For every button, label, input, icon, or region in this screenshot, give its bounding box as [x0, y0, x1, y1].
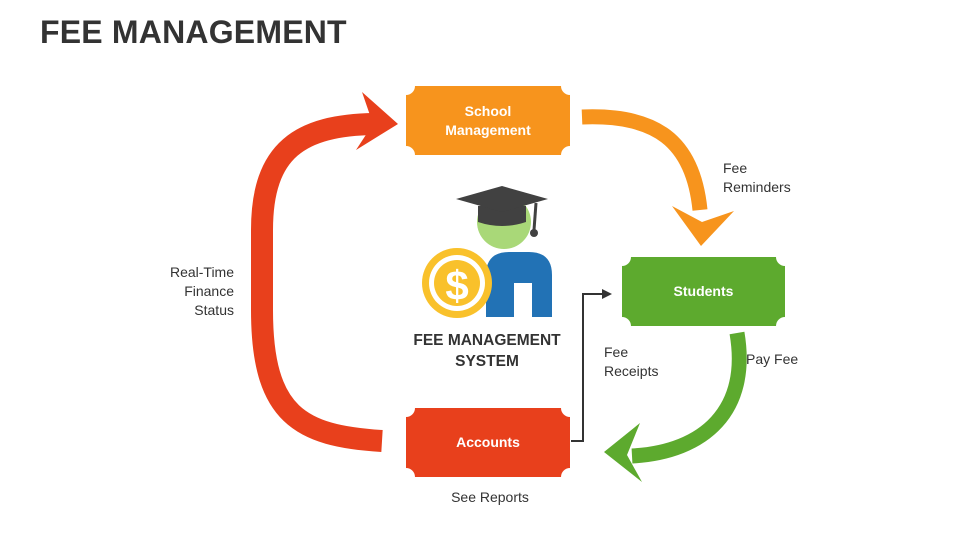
dollar-sign: $ — [445, 262, 468, 309]
dollar-coin-icon: $ — [422, 248, 492, 318]
students-label: Students — [673, 283, 734, 299]
page-title: FEE MANAGEMENT — [40, 14, 347, 50]
fee-receipts-connector — [571, 289, 612, 442]
fee-reminders-arrow — [581, 109, 734, 246]
pay-fee-arrow — [604, 331, 747, 482]
pay-fee-label: Pay Fee — [746, 351, 799, 367]
system-title-line1: FEE MANAGEMENT — [413, 332, 561, 349]
students-box[interactable] — [622, 257, 785, 326]
accounts-label: Accounts — [456, 434, 520, 450]
accounts-box[interactable] — [406, 408, 570, 477]
system-title-line2: SYSTEM — [455, 353, 519, 370]
see-reports-label: See Reports — [451, 489, 529, 505]
school-label-line1: School — [464, 102, 512, 119]
school-management-box[interactable] — [406, 86, 570, 155]
system-title: FEE MANAGEMENT SYSTEM — [398, 330, 576, 372]
school-label-line2: Management — [445, 121, 531, 138]
real-time-arrow — [251, 92, 398, 452]
graduation-cap-icon — [456, 186, 548, 237]
